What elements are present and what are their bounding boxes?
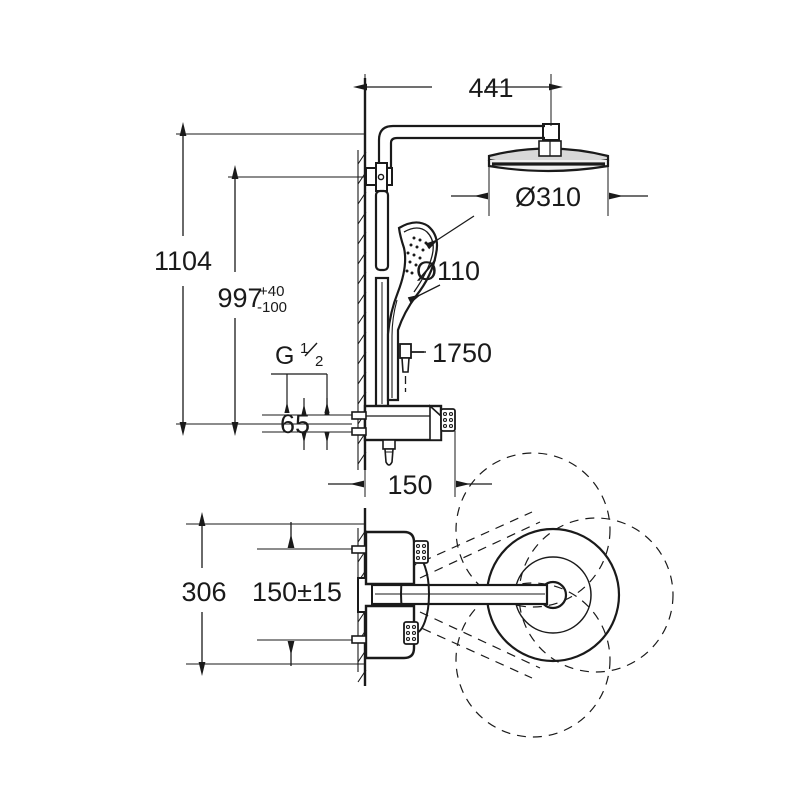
dimension-label-dia-110: Ø110	[416, 256, 480, 286]
dimension-997: 997 +40 -100	[217, 165, 366, 436]
dimension-150: 150	[328, 431, 492, 500]
dimension-1750: 1750	[411, 338, 492, 368]
dimension-306: 306	[181, 512, 366, 676]
wall-elevation	[357, 78, 367, 470]
dimension-label-150-15: 150±15	[252, 577, 342, 607]
dimension-dia-310: Ø310	[451, 160, 648, 216]
dimension-dia-110: Ø110	[407, 215, 480, 304]
dimension-65: 65	[262, 398, 352, 450]
dimension-label-1750: 1750	[432, 338, 492, 368]
dimension-1104: 1104	[154, 122, 366, 436]
thread-numerator: 1	[300, 340, 308, 357]
dimension-label-dia-310: Ø310	[515, 182, 581, 212]
tolerance-lower-997: -100	[257, 299, 287, 316]
dimension-label-150: 150	[387, 470, 432, 500]
dimension-441: 441	[353, 73, 563, 126]
thread-label-g: G	[275, 342, 294, 370]
dimension-label-65: 65	[280, 409, 310, 439]
thermostatic-mixer-plan	[351, 530, 429, 660]
shower-head	[487, 140, 610, 173]
dimension-label-997: 997	[217, 283, 262, 313]
tolerance-upper-997: +40	[259, 283, 284, 300]
riser-rail	[374, 189, 390, 408]
thread-callout-g-half: G 1 2	[271, 340, 330, 413]
dimension-150-15: 150±15	[252, 522, 352, 666]
thread-denominator: 2	[315, 353, 323, 370]
thermostatic-mixer-elevation	[363, 404, 456, 466]
dimension-label-1104: 1104	[154, 246, 212, 276]
dimension-label-441: 441	[468, 73, 513, 103]
dimension-label-306: 306	[181, 577, 226, 607]
